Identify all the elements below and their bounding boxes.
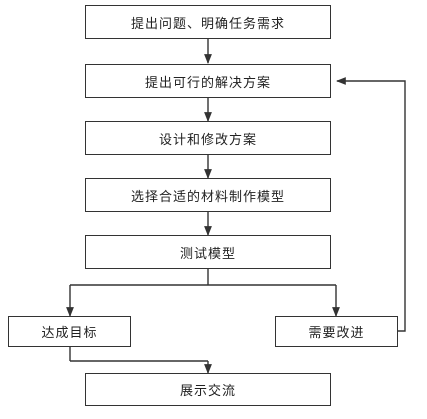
feedback-loop [336,77,406,332]
step-needs-improvement: 需要改进 [275,316,398,347]
step-design-modify: 设计和修改方案 [85,121,331,155]
step-select-materials-label: 选择合适的材料制作模型 [130,189,285,205]
step-propose-solution: 提出可行的解决方案 [85,64,331,98]
step-achieve-goal: 达成目标 [8,316,131,347]
step-design-modify-label: 设计和修改方案 [158,132,257,148]
step-present-exchange: 展示交流 [85,373,331,406]
step-present-exchange-label: 展示交流 [179,384,236,399]
step-propose-problem-label: 提出问题、明确任务需求 [130,16,285,32]
step-propose-solution-label: 提出可行的解决方案 [144,75,271,91]
step-needs-improvement-label: 需要改进 [308,326,365,341]
step-select-materials: 选择合适的材料制作模型 [85,178,331,212]
step-propose-problem: 提出问题、明确任务需求 [85,5,331,39]
step-test-model: 测试模型 [85,235,331,269]
step-test-model-label: 测试模型 [179,246,236,262]
step-achieve-goal-label: 达成目标 [41,326,98,341]
